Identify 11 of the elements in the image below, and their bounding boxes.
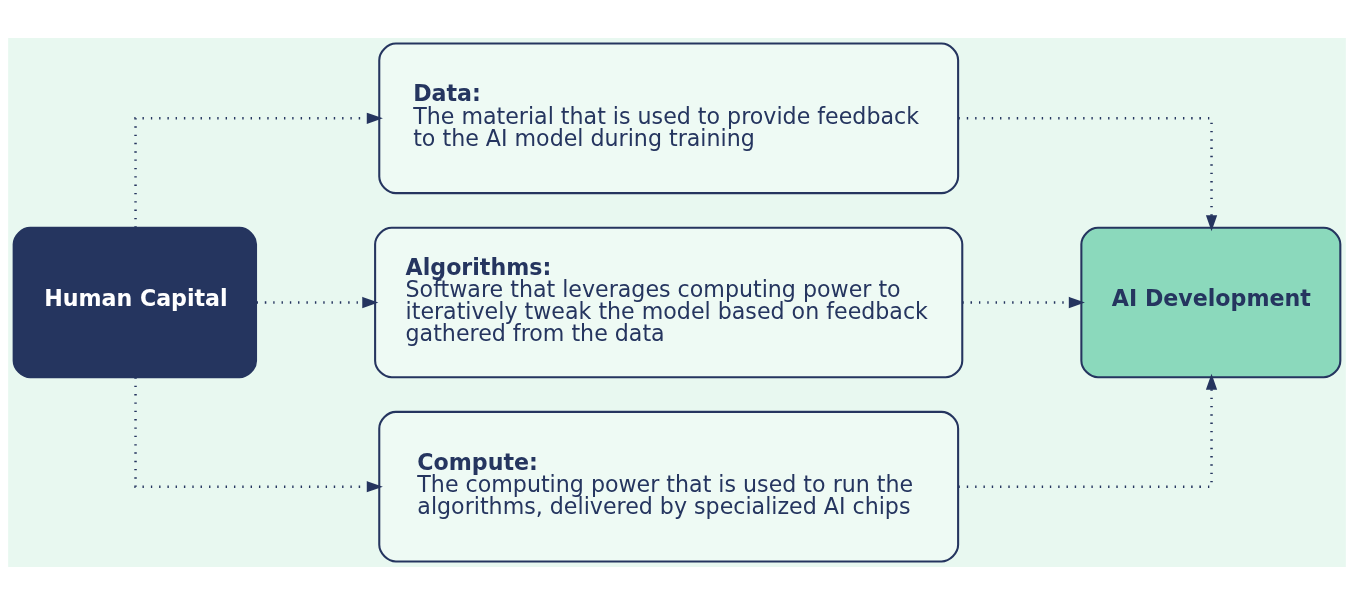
- node-box: Compute: The computing power that is used to run the algorithms, delivered by specialized AI chips: [378, 410, 960, 562]
- arrow: [958, 116, 1218, 231]
- node-box: Human Capital: [12, 226, 258, 378]
- node-box: Algorithms: Software that leverages computing power to iteratively tweak the model based on feedback gathered from the data: [374, 226, 964, 378]
- arrow: [134, 112, 383, 228]
- arrow: [962, 296, 1085, 308]
- arrow: [958, 373, 1218, 488]
- node-box: Data: The material that is used to provide feedback to the AI model during training: [378, 42, 960, 194]
- arrow: [134, 376, 383, 492]
- node-box: AI Development: [1080, 226, 1342, 378]
- arrow: [256, 296, 379, 308]
